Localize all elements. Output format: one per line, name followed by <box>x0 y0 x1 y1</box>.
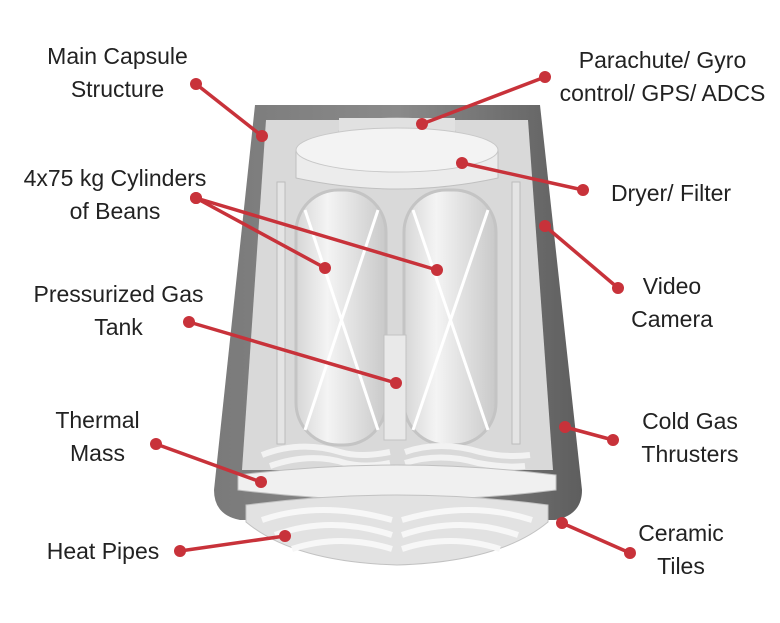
callout-dot-video-1 <box>612 282 624 294</box>
callout-dot-parachute-0 <box>539 71 551 83</box>
callout-dot-main-capsule-1 <box>256 130 268 142</box>
callout-dot-video-0 <box>539 220 551 232</box>
label-line: Structure <box>70 76 165 102</box>
label-line: of Beans <box>69 198 161 224</box>
label-line: control/ GPS/ ADCS <box>559 80 766 106</box>
callout-line-main-capsule <box>194 82 264 138</box>
callout-line-cylinders-b <box>195 196 438 272</box>
dryer-filter-top <box>295 127 499 173</box>
label-line: 4x75 kg Cylinders <box>23 165 207 191</box>
label-line: Video <box>642 273 702 299</box>
label-line: Camera <box>631 306 713 332</box>
callout-line-thermal <box>155 442 262 484</box>
label-line: Ceramic <box>638 520 724 546</box>
heat-pipe-coils-lower <box>261 507 533 552</box>
callout-dot-gas-tank-1 <box>390 377 402 389</box>
label-line: Mass <box>70 440 125 466</box>
label-line: Thermal <box>55 407 140 433</box>
label-thermal: Thermal Mass <box>40 404 155 470</box>
label-line: Cold Gas <box>642 408 738 434</box>
callout-dot-cylinders-b-0 <box>190 192 202 204</box>
label-line: Dryer/ Filter <box>610 180 732 206</box>
label-main-capsule: Main Capsule Structure <box>30 40 205 106</box>
label-line: Parachute/ Gyro <box>578 47 747 73</box>
callout-dot-heat-pipes-0 <box>174 545 186 557</box>
label-line: Heat Pipes <box>46 538 160 564</box>
label-heat-pipes: Heat Pipes <box>28 535 178 568</box>
heat-pipe-coils-upper <box>260 443 531 470</box>
callout-group <box>150 71 636 559</box>
callout-dot-gas-tank-0 <box>183 316 195 328</box>
callout-dot-tiles-1 <box>624 547 636 559</box>
label-line: Main Capsule <box>47 43 188 69</box>
callout-dot-heat-pipes-1 <box>279 530 291 542</box>
label-line: Tiles <box>657 553 705 579</box>
label-dryer: Dryer/ Filter <box>595 177 747 210</box>
cylinder-right-struts <box>411 209 490 431</box>
label-parachute: Parachute/ Gyro control/ GPS/ ADCS <box>545 44 780 110</box>
callout-line-tiles <box>561 521 631 555</box>
label-line: Tank <box>94 314 143 340</box>
callout-dot-thermal-0 <box>150 438 162 450</box>
callout-dot-main-capsule-0 <box>190 78 202 90</box>
callout-line-gas-tank <box>188 320 397 385</box>
frame-rail-left <box>276 181 286 445</box>
callout-line-dryer <box>461 161 584 192</box>
callout-line-parachute <box>421 75 546 126</box>
label-gas-tank: Pressurized Gas Tank <box>16 278 221 344</box>
callout-line-cylinders-a <box>195 196 326 270</box>
label-video: Video Camera <box>612 270 732 336</box>
label-cylinders: 4x75 kg Cylinders of Beans <box>4 162 226 228</box>
frame-rail-right <box>511 181 521 445</box>
callout-dot-dryer-1 <box>577 184 589 196</box>
cylinder-left-struts <box>303 209 380 431</box>
label-tiles: Ceramic Tiles <box>622 517 740 583</box>
callout-dot-thermal-1 <box>255 476 267 488</box>
callout-line-heat-pipes <box>179 534 286 553</box>
callout-dot-parachute-1 <box>416 118 428 130</box>
callout-dot-thrusters-0 <box>559 421 571 433</box>
label-line: Thrusters <box>641 441 739 467</box>
callout-dot-tiles-0 <box>556 517 568 529</box>
callout-dot-cylinders-a-1 <box>319 262 331 274</box>
callout-line-video <box>543 224 620 290</box>
label-thrusters: Cold Gas Thrusters <box>625 405 755 471</box>
callout-line-thrusters <box>564 425 614 442</box>
callout-dot-dryer-0 <box>456 157 468 169</box>
callout-dot-cylinders-b-1 <box>431 264 443 276</box>
label-line: Pressurized Gas <box>33 281 204 307</box>
callout-dot-thrusters-1 <box>607 434 619 446</box>
